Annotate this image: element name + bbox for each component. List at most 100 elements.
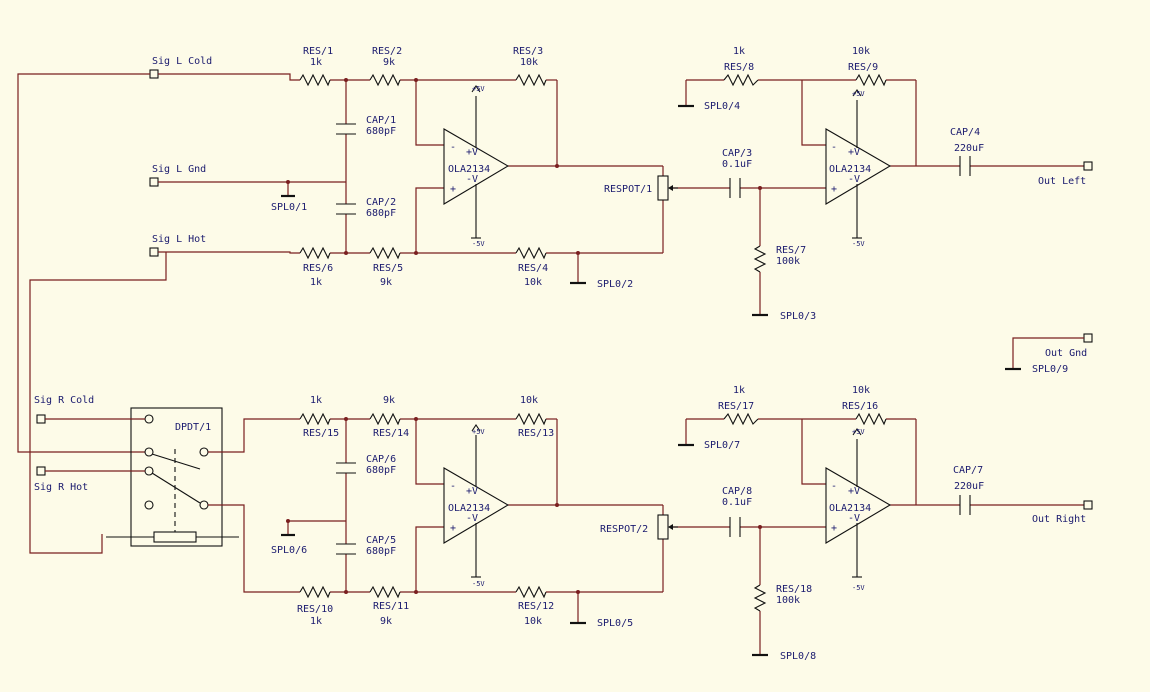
- resistor-res13: [515, 412, 547, 426]
- label-cap7: CAP/7: [953, 465, 983, 476]
- ground-spl06: [281, 521, 295, 537]
- label-res17: RES/17: [718, 401, 754, 412]
- resistor-res3: [515, 73, 547, 87]
- value-res16: 10k: [852, 385, 870, 396]
- opamp4-minusv: -V: [848, 513, 860, 524]
- label-cap6: CAP/6: [366, 454, 396, 465]
- label-sig-r-cold: Sig R Cold: [34, 395, 94, 406]
- label-sig-l-hot: Sig L Hot: [152, 234, 206, 245]
- label-cap1: CAP/1: [366, 115, 396, 126]
- label-res18: RES/18: [776, 584, 812, 595]
- resistor-res5: [369, 246, 401, 260]
- label-sig-l-gnd: Sig L Gnd: [152, 164, 206, 175]
- resistor-res15: [299, 412, 331, 426]
- resistor-res9: [855, 73, 887, 87]
- opamp4-name: OLA2134: [829, 503, 871, 514]
- label-res5: RES/5: [373, 263, 403, 274]
- label-res14: RES/14: [373, 428, 409, 439]
- switch-dpdt1: [106, 407, 239, 547]
- capacitor-cap1: [336, 123, 356, 135]
- opamp2-minusv: -V: [848, 174, 860, 185]
- label-cap4: CAP/4: [950, 127, 980, 138]
- capacitor-cap3: [729, 178, 741, 198]
- connector-sig-r-hot: [36, 466, 46, 476]
- label-spl06: SPL0/6: [271, 545, 307, 556]
- opamp-left-stage1: [443, 85, 510, 239]
- opamp2-minus5: -5V: [852, 240, 865, 248]
- label-res1: RES/1: [303, 46, 333, 57]
- junctions-right-channel: [286, 417, 762, 594]
- opamp1-name: OLA2134: [448, 164, 490, 175]
- opamp3-plus: +: [450, 523, 456, 534]
- label-cap8: CAP/8: [722, 486, 752, 497]
- resistor-res10: [299, 585, 331, 599]
- value-res3: 10k: [520, 57, 538, 68]
- label-respot2: RESPOT/2: [600, 524, 648, 535]
- connector-sig-l-gnd: [149, 177, 159, 187]
- wires-left-channel: [17, 73, 1084, 554]
- value-cap2: 680pF: [366, 208, 396, 219]
- value-res7: 100k: [776, 256, 800, 267]
- value-cap4: 220uF: [954, 143, 984, 154]
- opamp1-minus5: -5V: [472, 240, 485, 248]
- value-res1: 1k: [310, 57, 322, 68]
- opamp1-minusv: -V: [466, 174, 478, 185]
- opamp4-plus5: +5V: [852, 428, 865, 436]
- label-res15: RES/15: [303, 428, 339, 439]
- label-res12: RES/12: [518, 601, 554, 612]
- opamp3-plus5: +5V: [472, 428, 485, 436]
- value-res17: 1k: [733, 385, 745, 396]
- label-sig-r-hot: Sig R Hot: [34, 482, 88, 493]
- connector-out-gnd: [1005, 333, 1093, 371]
- resistor-res1: [299, 73, 331, 87]
- label-spl01: SPL0/1: [271, 202, 307, 213]
- value-cap3: 0.1uF: [722, 159, 752, 170]
- value-cap5: 680pF: [366, 546, 396, 557]
- capacitor-cap5: [336, 543, 356, 555]
- value-res14: 9k: [383, 395, 395, 406]
- opamp4-minus: -: [831, 481, 837, 492]
- opamp-left-stage2: [825, 89, 892, 239]
- opamp3-minusv: -V: [466, 513, 478, 524]
- wires-right-channel: [45, 418, 1084, 655]
- value-cap6: 680pF: [366, 465, 396, 476]
- connector-out-right: [1083, 500, 1093, 510]
- value-res10: 1k: [310, 616, 322, 627]
- potentiometer-respot1: [657, 175, 678, 201]
- label-spl08: SPL0/8: [780, 651, 816, 662]
- label-cap3: CAP/3: [722, 148, 752, 159]
- label-sig-l-cold: Sig L Cold: [152, 56, 212, 67]
- label-spl03: SPL0/3: [780, 311, 816, 322]
- resistor-res14: [369, 412, 401, 426]
- label-spl09: SPL0/9: [1032, 364, 1068, 375]
- value-res13: 10k: [520, 395, 538, 406]
- opamp3-name: OLA2134: [448, 503, 490, 514]
- label-res4: RES/4: [518, 263, 548, 274]
- value-cap1: 680pF: [366, 126, 396, 137]
- label-res6: RES/6: [303, 263, 333, 274]
- label-res8: RES/8: [724, 62, 754, 73]
- label-res2: RES/2: [372, 46, 402, 57]
- label-out-left: Out Left: [1038, 176, 1086, 187]
- connector-sig-l-cold: [149, 69, 159, 79]
- opamp1-plus5: +5V: [472, 85, 485, 93]
- resistor-res4: [515, 246, 547, 260]
- label-cap2: CAP/2: [366, 197, 396, 208]
- opamp4-plus: +: [831, 523, 837, 534]
- label-dpdt1: DPDT/1: [175, 422, 211, 433]
- opamp3-minus: -: [450, 481, 456, 492]
- value-cap7: 220uF: [954, 481, 984, 492]
- label-res3: RES/3: [513, 46, 543, 57]
- resistor-res18: [753, 584, 767, 612]
- opamp1-plus: +: [450, 184, 456, 195]
- opamp3-plusv: +V: [466, 486, 478, 497]
- label-cap5: CAP/5: [366, 535, 396, 546]
- capacitor-cap4: [959, 156, 971, 176]
- connector-sig-l-hot: [149, 247, 159, 257]
- resistor-res17: [723, 412, 759, 426]
- value-res2: 9k: [383, 57, 395, 68]
- capacitor-cap7: [959, 495, 971, 515]
- label-res16: RES/16: [842, 401, 878, 412]
- resistor-res8: [723, 73, 759, 87]
